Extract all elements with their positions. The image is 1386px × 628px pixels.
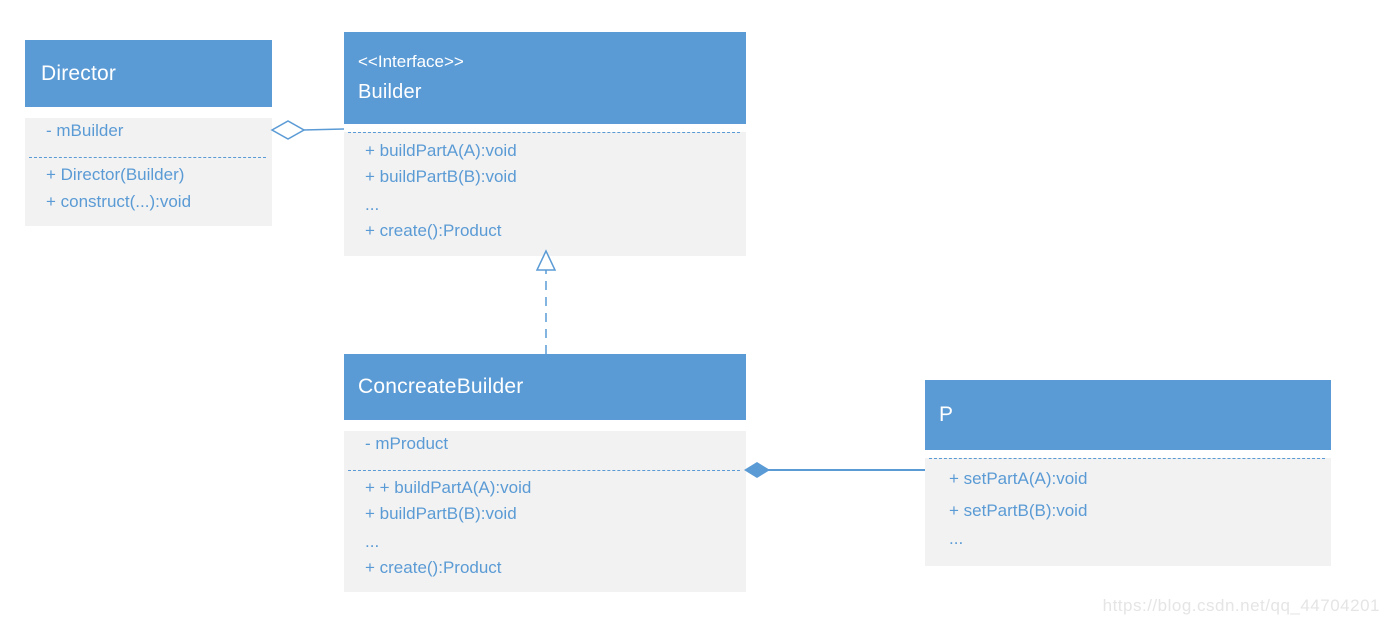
class-header-concreatebuilder: ConcreateBuilder [344,354,746,420]
class-title-builder: Builder [358,81,422,103]
realization-connector-concreatebuilder-builder [535,249,557,354]
attribute-row: - mProduct [365,434,449,453]
compartment-divider [348,132,740,133]
method-row: + setPartA(A):void [949,469,1088,488]
class-box-product: P + setPartA(A):void + setPartB(B):void … [925,380,1331,566]
class-stereotype-builder: <<Interface>> [358,52,464,71]
class-body-product: + setPartA(A):void + setPartB(B):void ..… [925,458,1331,566]
method-row: + buildPartA(A):void [365,141,517,160]
class-box-builder: <<Interface>> Builder + buildPartA(A):vo… [344,32,746,256]
method-row: ... [365,532,380,551]
method-row: ... [365,195,380,214]
class-box-director: Director - mBuilder + Director(Builder) … [25,40,272,226]
method-row: ... [949,529,964,548]
method-row: + create():Product [365,221,502,240]
class-header-product: P [925,380,1331,450]
class-title-concreatebuilder: ConcreateBuilder [358,375,524,398]
method-row: + setPartB(B):void [949,501,1088,520]
class-header-director: Director [25,40,272,107]
compartment-divider [348,470,740,471]
watermark-url: https://blog.csdn.net/qq_44704201 [1102,596,1380,615]
method-row: + + buildPartA(A):void [365,478,532,497]
method-row: + buildPartB(B):void [365,167,517,186]
attribute-row: - mBuilder [46,121,124,140]
class-header-builder: <<Interface>> Builder [344,32,746,124]
class-box-concreatebuilder: ConcreateBuilder - mProduct + + buildPar… [344,354,746,592]
class-title-product: P [939,403,954,426]
class-body-director: - mBuilder + Director(Builder) + constru… [25,118,272,226]
aggregation-line [302,128,345,131]
class-body-concreatebuilder: - mProduct + + buildPartA(A):void + buil… [344,431,746,592]
method-row: + buildPartB(B):void [365,504,517,523]
hollow-diamond-icon [270,120,306,140]
class-title-director: Director [41,61,117,85]
class-body-builder: + buildPartA(A):void + buildPartB(B):voi… [344,132,746,256]
method-row: + create():Product [365,558,502,577]
method-row: + Director(Builder) [46,165,185,184]
compartment-divider [929,458,1325,459]
compartment-divider [29,157,266,158]
aggregation-connector-director-builder [270,120,345,140]
filled-diamond-icon [744,462,770,478]
method-row: + construct(...):void [46,192,192,211]
composition-connector-concreatebuilder-product [744,462,925,478]
